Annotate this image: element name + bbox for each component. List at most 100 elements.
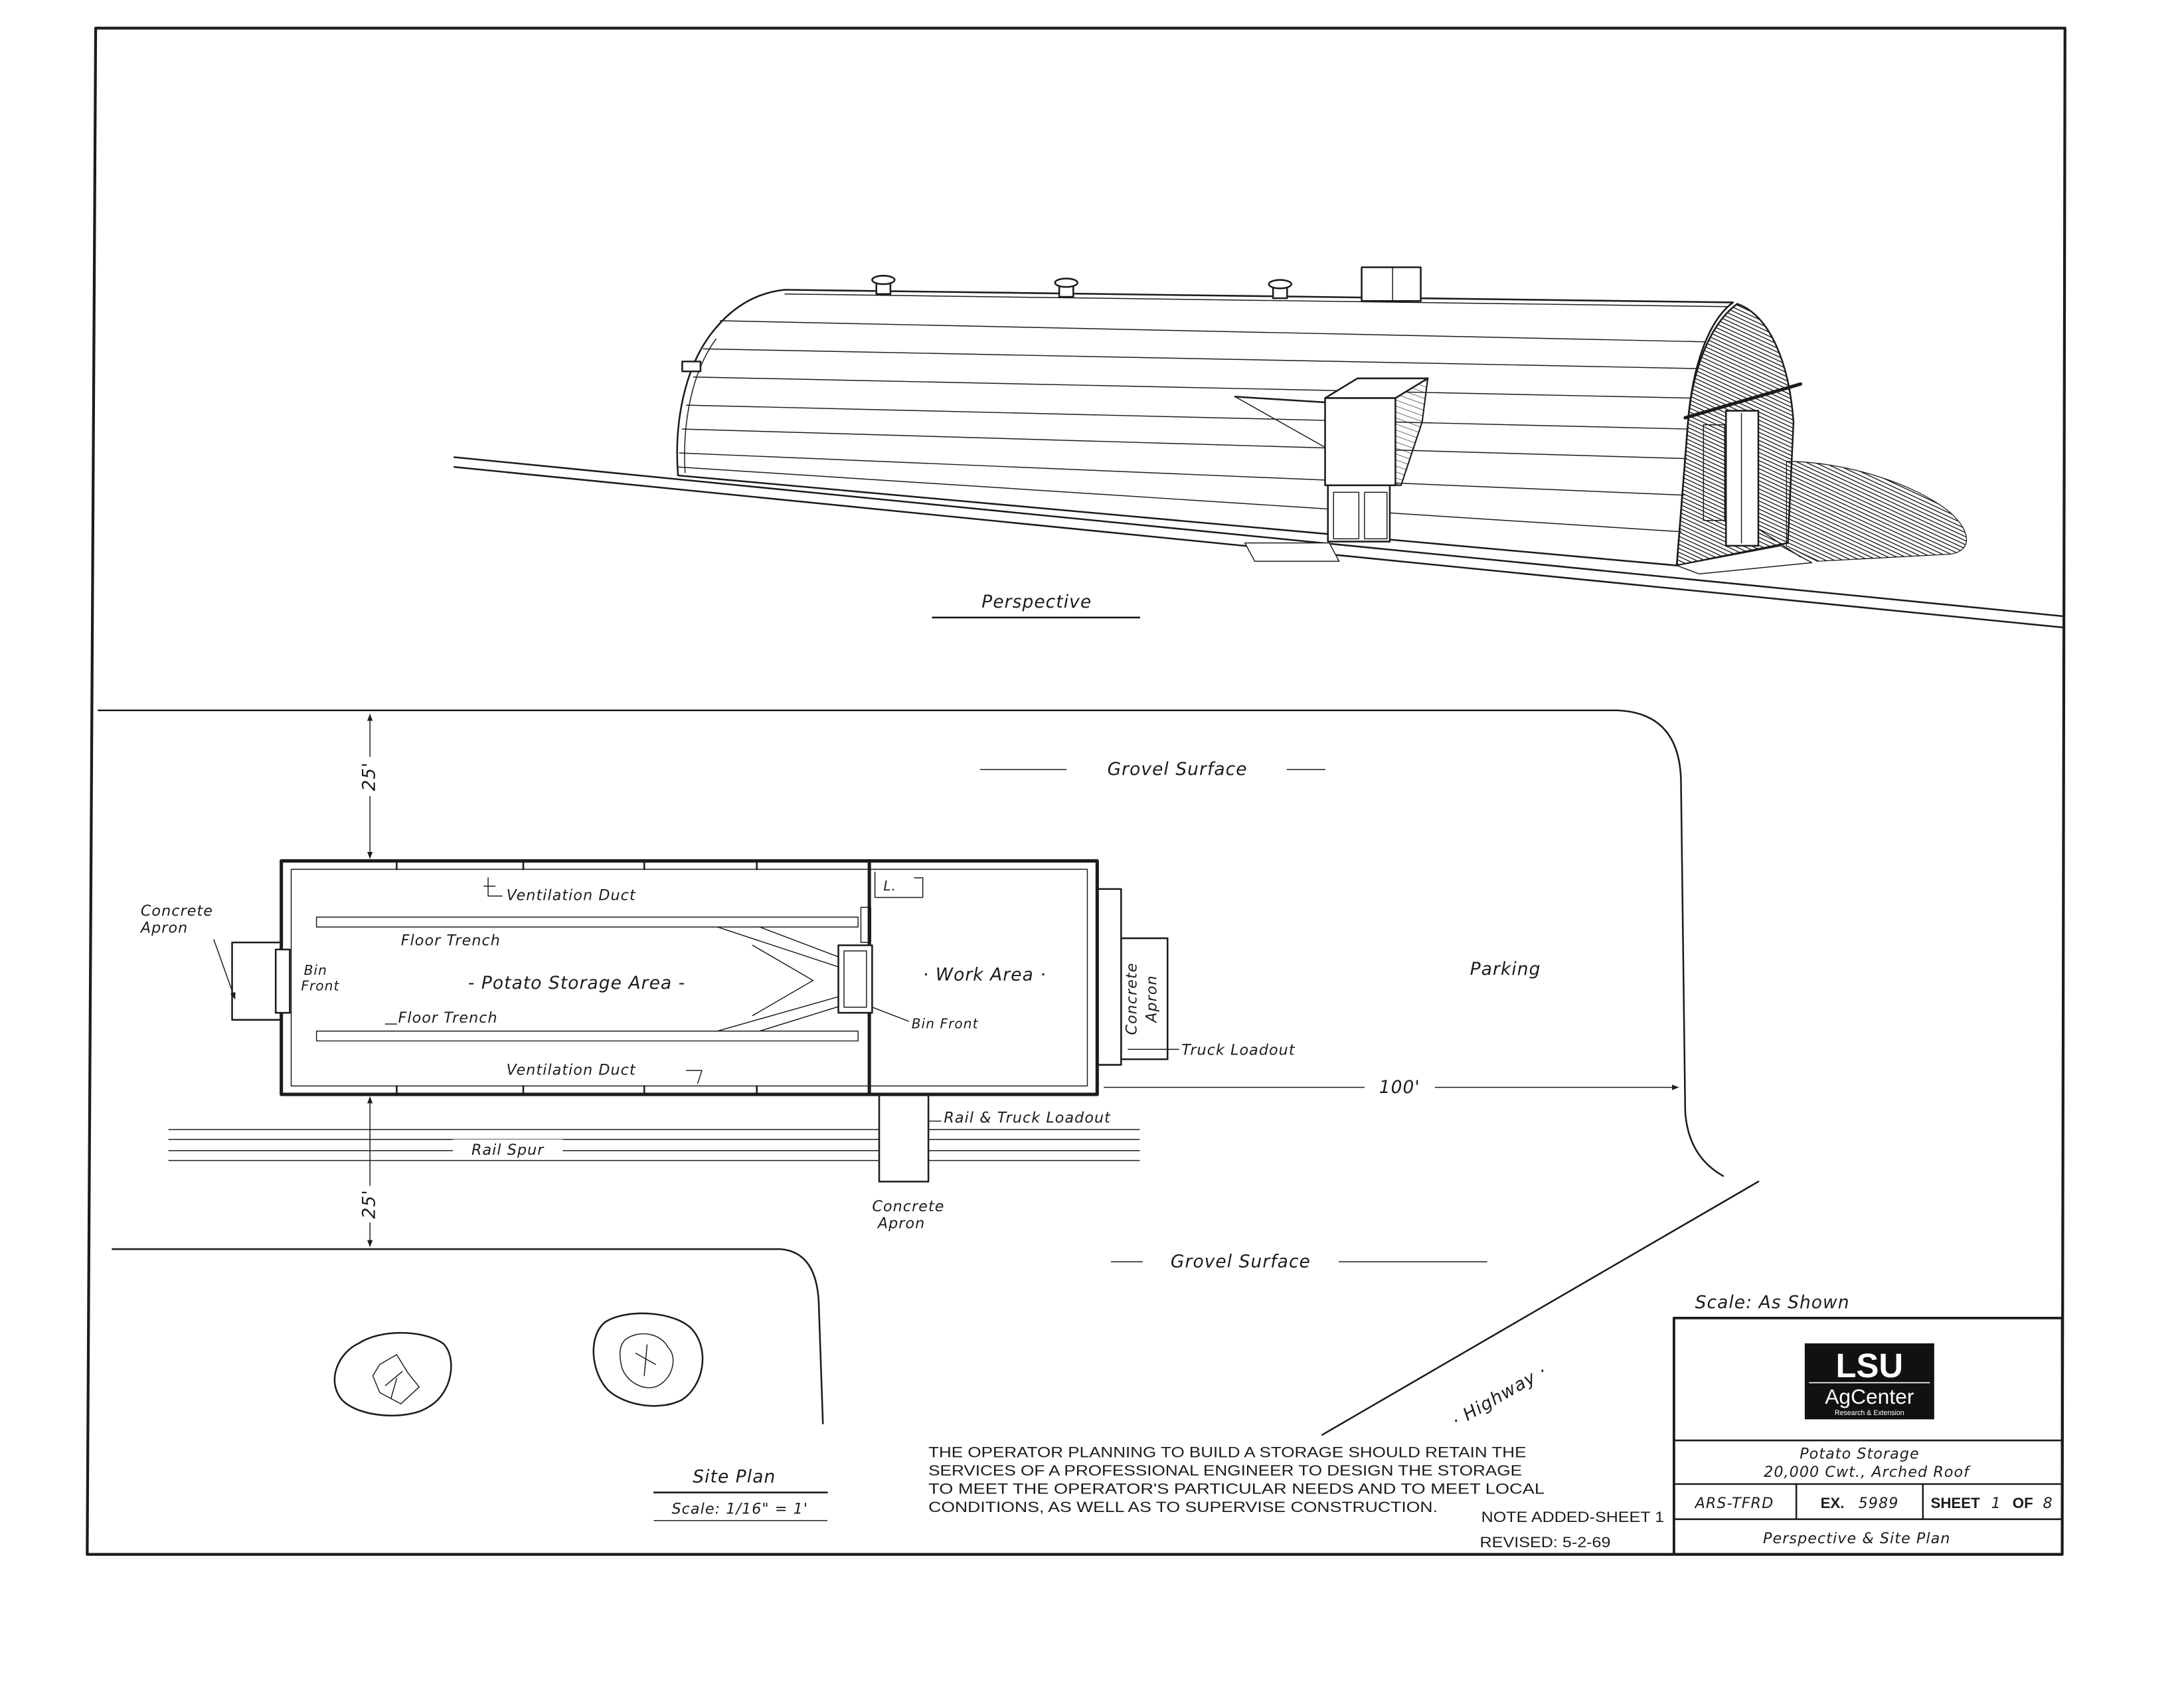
roof-rib-line bbox=[681, 428, 1687, 460]
title-block-frame bbox=[1672, 1316, 2064, 1556]
concrete-apron-left-leader bbox=[213, 939, 236, 999]
loadout-door bbox=[1333, 491, 1360, 540]
gravel-boundary-upper bbox=[98, 709, 1724, 1177]
setback-top-label: 25' bbox=[359, 762, 380, 791]
drawing-title: Potato Storage bbox=[1800, 1446, 1920, 1463]
trench-branch bbox=[716, 926, 842, 969]
concrete-apron-right-label: Concrete bbox=[1124, 962, 1141, 1035]
floor-trench-bottom-label: Floor Trench bbox=[398, 1009, 498, 1027]
roof-rib-line bbox=[703, 348, 1697, 369]
bin-front-left-label: Bin bbox=[304, 962, 327, 978]
setback-bottom-label: 25' bbox=[359, 1189, 380, 1219]
dimension-label-bg bbox=[359, 1185, 382, 1223]
general-notes: THE OPERATOR PLANNING TO BUILD A STORAGE… bbox=[928, 1444, 1664, 1551]
concrete-apron-left-label: Apron bbox=[139, 919, 188, 936]
end-pipe bbox=[681, 361, 702, 373]
note-line: TO MEET THE OPERATOR'S PARTICULAR NEEDS … bbox=[928, 1481, 1545, 1497]
end-door-small bbox=[1703, 424, 1725, 521]
hut-roof bbox=[676, 289, 1734, 566]
drawing-scale: Scale: As Shown bbox=[1695, 1292, 1850, 1313]
concrete-apron-left bbox=[231, 942, 282, 1021]
curb-distance-label: 100' bbox=[1379, 1077, 1420, 1098]
bin-front-wall bbox=[837, 944, 873, 1014]
centerline-symbol bbox=[483, 877, 503, 897]
drawing-subtitle: 20,000 Cwt., Arched Roof bbox=[1764, 1464, 1971, 1481]
tree-canopy bbox=[592, 1312, 704, 1407]
concrete-apron-left-label: Concrete bbox=[141, 902, 213, 920]
revision-date: REVISED: 5-2-69 bbox=[1480, 1534, 1611, 1551]
roof-rib-lines bbox=[677, 320, 1706, 533]
trench-branch bbox=[759, 926, 842, 959]
end-door-large bbox=[1724, 410, 1760, 547]
site-plan-scale: Scale: 1/16" = 1' bbox=[671, 1500, 808, 1517]
gravel-surface-top-label: Grovel Surface bbox=[1108, 759, 1248, 780]
concrete-apron-right bbox=[1120, 937, 1169, 1060]
roof-rib-line bbox=[679, 452, 1685, 496]
highway-edge bbox=[1321, 1181, 1760, 1436]
perspective-caption: Perspective bbox=[981, 592, 1092, 612]
concrete-apron-bottom-label: Apron bbox=[877, 1215, 925, 1232]
dimension-label-bg bbox=[359, 756, 382, 796]
loadout-front bbox=[1324, 397, 1396, 487]
loadout-awning bbox=[1234, 396, 1326, 404]
trench-branch bbox=[752, 944, 814, 1017]
title-block: Scale: As Shown LSU AgCenter Research & … bbox=[1672, 1292, 2064, 1556]
dimension-label-bg bbox=[1364, 1074, 1435, 1098]
gravel-boundary-lower bbox=[112, 1248, 824, 1425]
end-step-line bbox=[1758, 528, 1802, 558]
ex-number: EX. 5989 bbox=[1821, 1489, 1899, 1513]
vent-cap bbox=[1054, 278, 1078, 288]
roof-rib-line bbox=[719, 320, 1706, 343]
rail-spur bbox=[168, 1129, 1140, 1161]
bin-front-right-label: Bin Front bbox=[912, 1016, 979, 1032]
storage-area-label: - Potato Storage Area - bbox=[468, 973, 686, 993]
hut-ridge-line bbox=[784, 293, 1728, 307]
vent-cap bbox=[1268, 279, 1292, 290]
perspective-view: Perspective bbox=[453, 266, 2063, 629]
site-plan-caption: Site Plan bbox=[693, 1467, 776, 1487]
loadout-awning-brace bbox=[1234, 396, 1326, 448]
rail-truck-loadout-label: Rail & Truck Loadout bbox=[944, 1109, 1111, 1126]
hut-shadow bbox=[1786, 461, 1967, 562]
building-plan: L. Ventilation Duct Floor Trench - Potat… bbox=[231, 859, 1169, 1183]
loadout-door bbox=[1364, 491, 1388, 540]
bin-front-inner bbox=[843, 950, 867, 1008]
highway-label: · Highway · bbox=[1448, 1361, 1551, 1432]
lavatory-label: L. bbox=[883, 878, 896, 894]
wall-ticks bbox=[396, 860, 758, 1096]
gravel-surface-bottom-label: Grovel Surface bbox=[1171, 1252, 1311, 1272]
sheet-title: Perspective & Site Plan bbox=[1763, 1530, 1950, 1547]
loadout-structure bbox=[1234, 377, 1429, 562]
series-code: ARS-TFRD bbox=[1694, 1495, 1774, 1512]
bin-front-leader bbox=[871, 1006, 910, 1022]
end-steps bbox=[1676, 545, 1813, 575]
concrete-apron-right-label: Apron bbox=[1143, 975, 1160, 1023]
trench-branch bbox=[716, 995, 842, 1032]
rail-label-bg bbox=[453, 1139, 563, 1159]
floor-trench-bottom bbox=[315, 1030, 859, 1042]
note-added: NOTE ADDED-SHEET 1 bbox=[1481, 1509, 1664, 1525]
note-line: CONDITIONS, AS WELL AS TO SUPERVISE CONS… bbox=[928, 1499, 1438, 1515]
tree-canopy bbox=[333, 1331, 452, 1416]
roof-rib-line bbox=[693, 376, 1692, 399]
tree-symbol bbox=[592, 1312, 704, 1407]
site-plan: 25' 25' 100' Grovel Surface Grovel Surfa… bbox=[98, 709, 1760, 1521]
ex-label: EX. bbox=[1821, 1495, 1845, 1511]
logo-background bbox=[1804, 1343, 1934, 1420]
tree-symbol bbox=[333, 1331, 452, 1416]
sheet-of: OF bbox=[2013, 1495, 2033, 1511]
parking-label: Parking bbox=[1470, 959, 1541, 979]
lavatory-outline bbox=[874, 871, 924, 898]
vent-cap bbox=[871, 274, 896, 286]
rail-spur-label: Rail Spur bbox=[471, 1141, 545, 1159]
sheet-number: SHEET 1 OF 8 bbox=[1931, 1489, 2053, 1513]
building-outer-wall bbox=[280, 859, 1099, 1096]
roof-vent bbox=[1268, 279, 1292, 299]
logo-lsu: LSU bbox=[1835, 1347, 1903, 1385]
roof-rib-line bbox=[677, 466, 1682, 533]
bin-front-left-label: Front bbox=[301, 977, 339, 993]
truck-loadout-label: Truck Loadout bbox=[1181, 1042, 1295, 1059]
roof-vent bbox=[1054, 278, 1078, 298]
floor-trench-top-label: Floor Trench bbox=[401, 932, 501, 950]
work-area-label: · Work Area · bbox=[923, 964, 1047, 985]
